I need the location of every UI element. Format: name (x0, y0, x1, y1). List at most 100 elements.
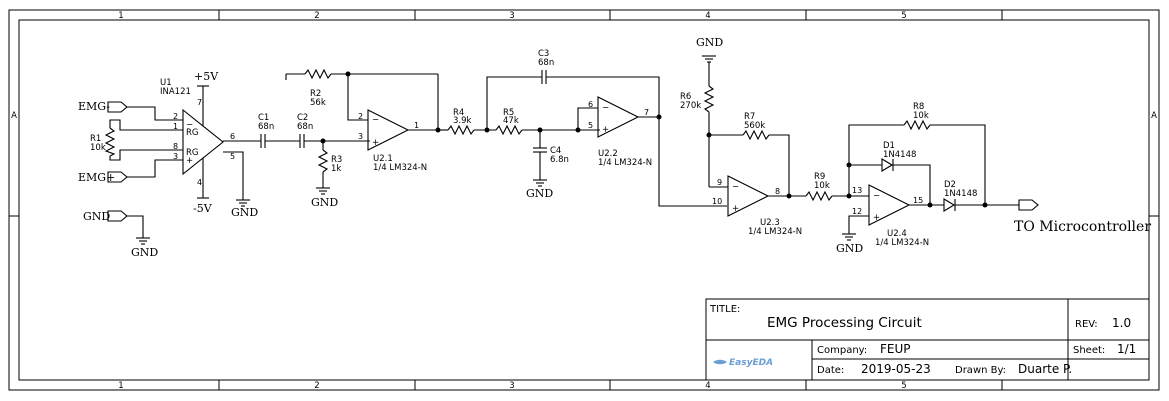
r5-ref: R5 (503, 108, 514, 118)
u2-3-opamp[interactable]: − + (727, 175, 770, 217)
r9-resistor[interactable] (805, 190, 833, 202)
col-label-2-bottom: 2 (314, 381, 319, 391)
company-value: FEUP (880, 342, 911, 356)
u2-3-pin-9: 9 (717, 178, 722, 187)
u2-2-pin-6: 6 (588, 100, 593, 109)
sheet-frame: 1 2 3 4 5 1 2 3 4 5 A A (8, 9, 1160, 391)
u1-rg-bottom: RG (186, 148, 199, 158)
r4-value: 3.9k (453, 116, 472, 126)
u2-3-pin-10: 10 (712, 197, 722, 206)
u2-2-ref: U2.2 (598, 149, 618, 159)
u2-1-plus: + (372, 138, 379, 148)
col-label-4: 4 (705, 11, 710, 21)
u1-plus-sign: + (186, 156, 193, 166)
c1-capacitor[interactable] (260, 134, 266, 148)
d1-value: 1N4148 (883, 150, 916, 160)
output-label: TO Microcontroller (1014, 219, 1151, 235)
r3-ref: R3 (331, 155, 342, 165)
r5-resistor[interactable] (495, 124, 523, 136)
d2-value: 1N4148 (944, 189, 977, 199)
port-emg-minus-label: EMG- (78, 100, 110, 113)
rev-label: REV: (1075, 319, 1098, 330)
port-gnd-in-label: GND (83, 210, 110, 223)
junction-dot (846, 162, 852, 168)
u2-1-pin-3: 3 (358, 132, 363, 141)
u2-4-plus: + (873, 213, 880, 223)
r3-resistor[interactable] (317, 149, 329, 173)
r1-resistor[interactable] (104, 127, 116, 157)
r8-value: 10k (913, 111, 929, 121)
u2-2-opamp[interactable]: − + (597, 96, 640, 138)
r7-resistor[interactable] (742, 129, 770, 141)
company-label: Company: (817, 345, 867, 356)
col-label-5: 5 (901, 11, 906, 21)
easyeda-logo: EasyEDA (713, 358, 773, 368)
c3-capacitor[interactable] (541, 70, 547, 84)
title-value: EMG Processing Circuit (767, 315, 922, 331)
u1-ref: U1 (160, 78, 172, 88)
d2-diode[interactable] (943, 198, 956, 212)
u2-1-opamp[interactable]: − + (367, 109, 410, 151)
r8-ref: R8 (913, 102, 924, 112)
r3-value: 1k (331, 164, 341, 174)
u2-1-pin-1: 1 (414, 121, 419, 130)
r1-ref: R1 (90, 134, 101, 144)
c3-ref: C3 (538, 49, 549, 59)
d1-ref: D1 (883, 141, 895, 151)
sheet-label: Sheet: (1073, 345, 1105, 356)
c4-capacitor[interactable] (533, 147, 547, 153)
c2-value: 68n (297, 122, 313, 132)
gnd-label: GND (311, 196, 338, 209)
d2-ref: D2 (944, 180, 956, 190)
u2-3-value: 1/4 LM324-N (748, 227, 802, 237)
c4-ref: C4 (550, 146, 561, 156)
r2-resistor[interactable] (304, 68, 332, 80)
u1-pin-1: 1 (173, 122, 178, 131)
port-gnd-in[interactable]: GND (83, 210, 128, 223)
r5-value: 47k (503, 116, 519, 126)
r2-value: 56k (310, 98, 326, 108)
col-label-3: 3 (509, 11, 514, 21)
port-emg-minus[interactable]: EMG- (78, 100, 128, 113)
gnd-label: GND (526, 187, 553, 200)
u1-vpos-label: +5V (194, 70, 219, 83)
u2-4-opamp[interactable]: − + (868, 184, 911, 226)
u2-4-pin-15: 15 (913, 196, 923, 205)
u1-pin-7: 7 (197, 98, 202, 107)
col-label-1-bottom: 1 (118, 381, 123, 391)
c2-ref: C2 (297, 113, 308, 123)
sheet-value: 1/1 (1117, 342, 1136, 356)
r8-resistor[interactable] (903, 119, 931, 131)
col-label-1: 1 (118, 11, 123, 21)
u1-pin-3: 3 (173, 152, 178, 161)
u2-4-ref: U2.4 (887, 229, 907, 239)
gnd-top-label: GND (696, 36, 723, 49)
r7-value: 560k (744, 121, 765, 131)
u2-3-ref: U2.3 (760, 218, 780, 228)
junction-dot (345, 71, 351, 77)
c2-capacitor[interactable] (299, 134, 305, 148)
u2-3-pin-8: 8 (775, 187, 780, 196)
port-output[interactable] (1018, 199, 1039, 211)
col-label-5-bottom: 5 (901, 381, 906, 391)
d1-diode[interactable] (881, 158, 894, 172)
c1-value: 68n (258, 122, 274, 132)
u2-4-pin-13: 13 (852, 186, 862, 195)
r4-ref: R4 (453, 108, 464, 118)
r9-value: 10k (814, 181, 830, 191)
r6-resistor[interactable] (703, 85, 715, 113)
drawn-by-label: Drawn By: (955, 365, 1006, 376)
row-label-a-right: A (1151, 111, 1157, 121)
r9-ref: R9 (814, 172, 825, 182)
u1-value: INA121 (160, 87, 191, 97)
date-value: 2019-05-23 (861, 362, 931, 376)
col-label-3-bottom: 3 (509, 381, 514, 391)
port-emg-plus-label: EMG+ (78, 171, 115, 184)
u1-pin-5: 5 (230, 152, 235, 161)
row-label-a-left: A (11, 111, 17, 121)
r4-resistor[interactable] (447, 124, 475, 136)
u1-pin-4: 4 (197, 178, 202, 187)
port-emg-plus[interactable]: EMG+ (78, 171, 128, 184)
u2-1-value: 1/4 LM324-N (373, 163, 427, 173)
